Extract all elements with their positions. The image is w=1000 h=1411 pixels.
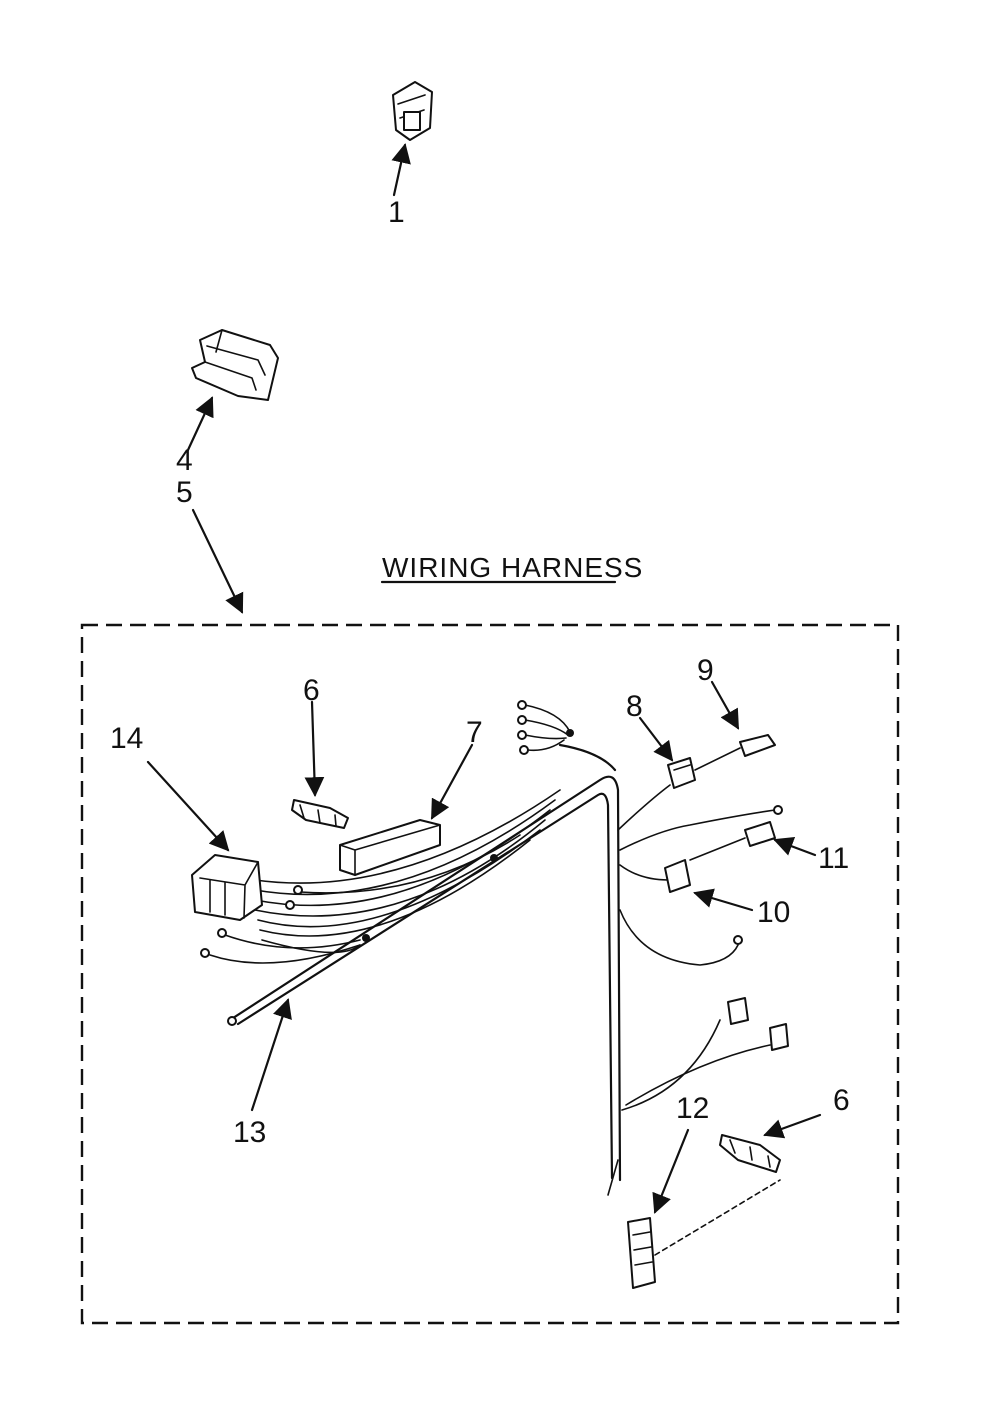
callout-12: 12 [676, 1092, 709, 1125]
wire-bundle-14 [200, 789, 561, 964]
callout-5: 5 [176, 476, 193, 509]
callout-6-lower: 6 [833, 1084, 850, 1117]
arrow-6-lower [763, 1113, 822, 1139]
callout-14: 14 [110, 722, 143, 755]
callout-10: 10 [757, 896, 790, 929]
part-7-block [339, 819, 441, 876]
right-branch-wires [607, 784, 783, 1196]
callout-7: 7 [466, 716, 483, 749]
part-14-connector [191, 854, 263, 921]
part-4-clip [191, 329, 279, 401]
arrow-8 [638, 716, 674, 762]
part-6-clip-lower [719, 1134, 781, 1173]
arrow-9 [710, 680, 740, 730]
arrow-7 [430, 743, 474, 820]
callout-1: 1 [388, 196, 405, 229]
top-terminal-wires [517, 700, 571, 755]
arrow-13 [250, 998, 292, 1112]
diagram-title: WIRING HARNESS [382, 552, 643, 583]
part-1-connector [392, 81, 433, 141]
callout-6-upper: 6 [303, 674, 320, 707]
arrow-10 [693, 888, 754, 912]
arrow-11 [773, 836, 817, 857]
callout-8: 8 [626, 690, 643, 723]
callout-13: 13 [233, 1116, 266, 1149]
part-12-connector [627, 1179, 781, 1289]
arrow-5 [191, 508, 244, 614]
part-6-clip-upper [291, 799, 349, 829]
part-10-connector [664, 859, 691, 893]
part-11-terminal [689, 821, 776, 861]
part-9-terminal [694, 734, 776, 771]
arrow-1 [391, 143, 411, 197]
arrow-14 [146, 760, 230, 852]
callout-9: 9 [697, 654, 714, 687]
harness-dashed-frame [80, 623, 900, 1325]
arrow-4 [186, 396, 214, 452]
arrow-12 [652, 1128, 690, 1214]
callout-11: 11 [818, 842, 849, 875]
lower-connectors [727, 997, 789, 1051]
harness-trunk [227, 729, 622, 1182]
arrow-6-upper [304, 700, 325, 797]
callout-4: 4 [176, 444, 193, 477]
part-8-terminal [667, 757, 696, 789]
